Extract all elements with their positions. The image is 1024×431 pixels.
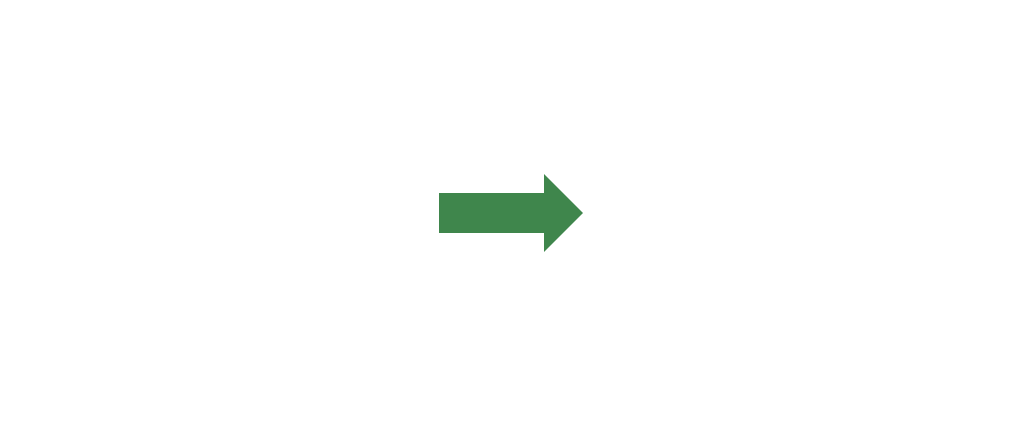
arrow-shape xyxy=(439,174,583,252)
